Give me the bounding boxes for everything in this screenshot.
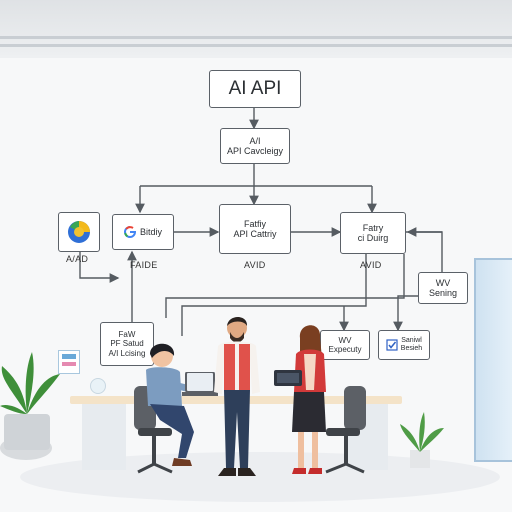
google-box-text: Bitdiy bbox=[139, 226, 162, 237]
far-right-line1: WV bbox=[435, 277, 451, 288]
connector-loop-2 bbox=[165, 254, 405, 318]
title-text: AI API bbox=[228, 78, 282, 100]
tablet-icon bbox=[274, 370, 302, 386]
center-line1: Fatfiy bbox=[243, 218, 266, 229]
title-box[interactable]: AI API bbox=[209, 70, 301, 108]
check-card-line1: Saniwl bbox=[401, 336, 422, 344]
chair-icon bbox=[134, 386, 173, 474]
connector-loop bbox=[181, 254, 367, 336]
google-label: FAIDE bbox=[130, 260, 158, 270]
center-label: AVID bbox=[244, 260, 266, 270]
wall-art bbox=[58, 350, 80, 374]
api-line1: A/I bbox=[249, 135, 261, 146]
check-card-line2: Besieh bbox=[400, 345, 423, 352]
check-card[interactable]: Saniwl Besieh bbox=[378, 330, 430, 360]
plant-icon bbox=[0, 352, 60, 460]
glass-cabinet bbox=[474, 258, 512, 462]
api-line2: API Cavcleigy bbox=[226, 146, 284, 156]
right-line2: ci Duirg bbox=[357, 233, 389, 243]
center-box[interactable]: Fatfiy API Cattriy bbox=[219, 204, 291, 254]
far-right-box[interactable]: WV Sening bbox=[418, 272, 468, 304]
colored-logo-icon bbox=[68, 221, 90, 243]
right-box[interactable]: Fatry ci Duirg bbox=[340, 212, 406, 254]
left-card-line1: FaW bbox=[118, 330, 136, 340]
left-logo-box[interactable] bbox=[58, 212, 100, 252]
center-line2: API Cattriy bbox=[233, 229, 277, 239]
google-box[interactable]: Bitdiy bbox=[112, 214, 174, 250]
right-label: AVID bbox=[360, 260, 382, 270]
far-right-line2: Sening bbox=[428, 288, 458, 298]
left-card-line3: A/I Lcising bbox=[108, 348, 146, 358]
mid-card-line2: Expecuty bbox=[328, 345, 362, 354]
chair-icon bbox=[325, 386, 366, 474]
plant-icon bbox=[400, 412, 444, 468]
left-card[interactable]: FaW PF Satud A/I Lcising bbox=[100, 322, 154, 366]
mid-card-line1: WV bbox=[338, 335, 352, 345]
connector-to-check-card bbox=[393, 295, 418, 332]
left-label: A/AD bbox=[66, 254, 89, 264]
ceiling bbox=[0, 0, 512, 58]
check-icon bbox=[386, 339, 398, 351]
connector-left-down bbox=[79, 252, 120, 283]
laptop-icon bbox=[182, 372, 218, 396]
right-line1: Fatry bbox=[362, 222, 384, 233]
person-standing-man bbox=[214, 317, 260, 476]
mid-card[interactable]: WV Expecuty bbox=[320, 330, 370, 360]
person-seated bbox=[146, 343, 203, 466]
desk-panel-left bbox=[82, 404, 126, 470]
google-logo-icon bbox=[124, 226, 136, 238]
connector-right-to-far bbox=[404, 231, 443, 272]
left-card-line2: PF Satud bbox=[110, 339, 144, 349]
person-standing-woman bbox=[292, 325, 326, 474]
desk-lamp bbox=[90, 378, 106, 394]
api-box[interactable]: A/I API Cavcleigy bbox=[220, 128, 290, 164]
